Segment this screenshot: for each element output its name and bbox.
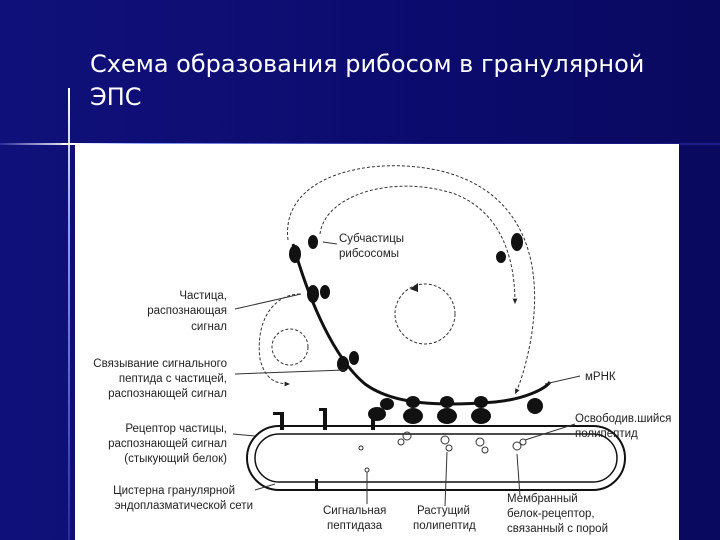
ribosome-er-diagram: Субчастицы рибсосомы Частица, распознающ… <box>93 165 671 535</box>
ribosome-subunits <box>289 233 543 414</box>
srp-cycle-circle <box>271 328 309 366</box>
inner-cycle-circle <box>394 283 456 345</box>
label-released-2: полипептид <box>575 428 638 440</box>
label-binding-1: Связывание сигнального <box>93 358 227 370</box>
decorative-vertical-line <box>68 88 70 540</box>
label-receptor-1: Рецептор частицы, <box>125 423 227 435</box>
label-receptor-3: (стыкующий белок) <box>124 453 227 465</box>
label-peptidase-2: пептидаза <box>327 520 383 532</box>
docked-ribosomes <box>368 396 491 424</box>
label-peptidase-1: Сигнальная <box>323 505 386 517</box>
srp-left-arrow <box>258 293 301 387</box>
label-receptor-2: распознающей сигнал <box>108 438 227 450</box>
label-pointers <box>232 241 581 507</box>
label-srp-3: сигнал <box>191 321 227 333</box>
label-membrane-receptor-1: Мембранный <box>507 493 578 505</box>
er-cistern <box>246 425 626 491</box>
mrna-strand <box>291 243 552 406</box>
label-cistern-1: Цистерна гранулярной <box>113 485 235 497</box>
label-subunits-1: Субчастицы <box>339 233 404 245</box>
label-mrna: мРНК <box>585 371 616 383</box>
label-cistern-2: эндоплазматической сети <box>115 500 253 512</box>
label-srp-2: распознающая <box>147 305 227 317</box>
diagram-panel: Субчастицы рибсосомы Частица, распознающ… <box>75 144 679 540</box>
label-released-1: Освободив.шийся <box>575 413 671 425</box>
inner-cycle-arrowhead <box>410 283 418 292</box>
membrane-pores <box>273 408 375 491</box>
outer-cycle-arrow <box>287 165 536 395</box>
outer-cycle-arrow-2 <box>319 185 518 305</box>
polypeptide-chains <box>358 431 527 473</box>
label-growing-2: полипептид <box>413 520 476 532</box>
label-membrane-receptor-3: связанный с порой <box>507 523 608 535</box>
label-srp-1: Частица, <box>179 290 227 302</box>
decorative-cross-flare <box>62 143 76 145</box>
slide-title: Схема образования рибосом в гранулярной … <box>90 50 645 111</box>
label-growing-1: Растущий <box>417 505 470 517</box>
label-membrane-receptor-2: белок-рецептор, <box>507 508 595 520</box>
label-subunits-2: рибсосомы <box>339 248 399 260</box>
label-binding-2: пептида с частицей, <box>119 373 227 385</box>
label-binding-3: распознающей сигнал <box>108 388 227 400</box>
